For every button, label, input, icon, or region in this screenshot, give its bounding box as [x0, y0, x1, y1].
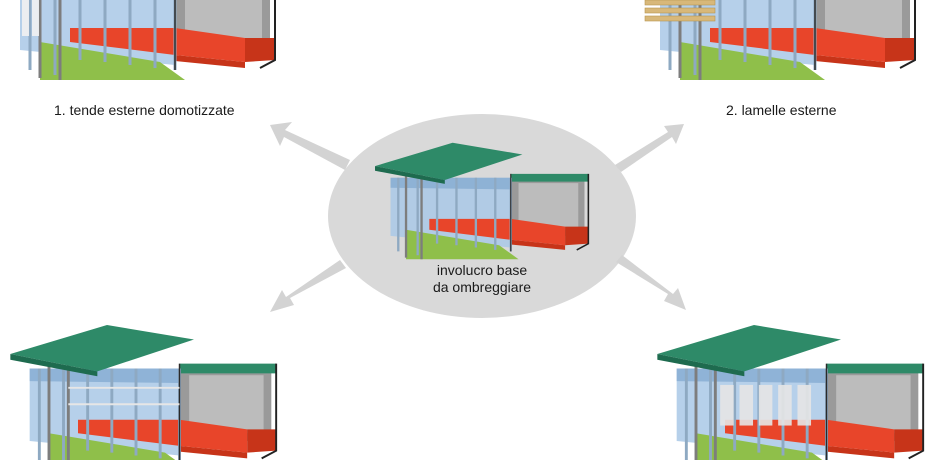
caption-option-2: 2. lamelle esterne [726, 102, 837, 118]
arrow-to-option-4 [616, 255, 686, 310]
building-option-1 [0, 0, 277, 80]
arrow-to-option-2 [615, 124, 684, 172]
arrow-to-option-3 [270, 260, 346, 312]
building-option-2 [640, 0, 917, 80]
caption-center-line2: da ombreggiare [432, 279, 532, 295]
building-option-4 [655, 325, 925, 460]
caption-center-line1: involucro base [436, 262, 528, 278]
building-option-3 [8, 325, 278, 460]
caption-option-1: 1. tende esterne domotizzate [54, 102, 235, 118]
arrow-to-option-1 [270, 122, 350, 170]
caption-center: involucro base da ombreggiare [402, 262, 562, 296]
